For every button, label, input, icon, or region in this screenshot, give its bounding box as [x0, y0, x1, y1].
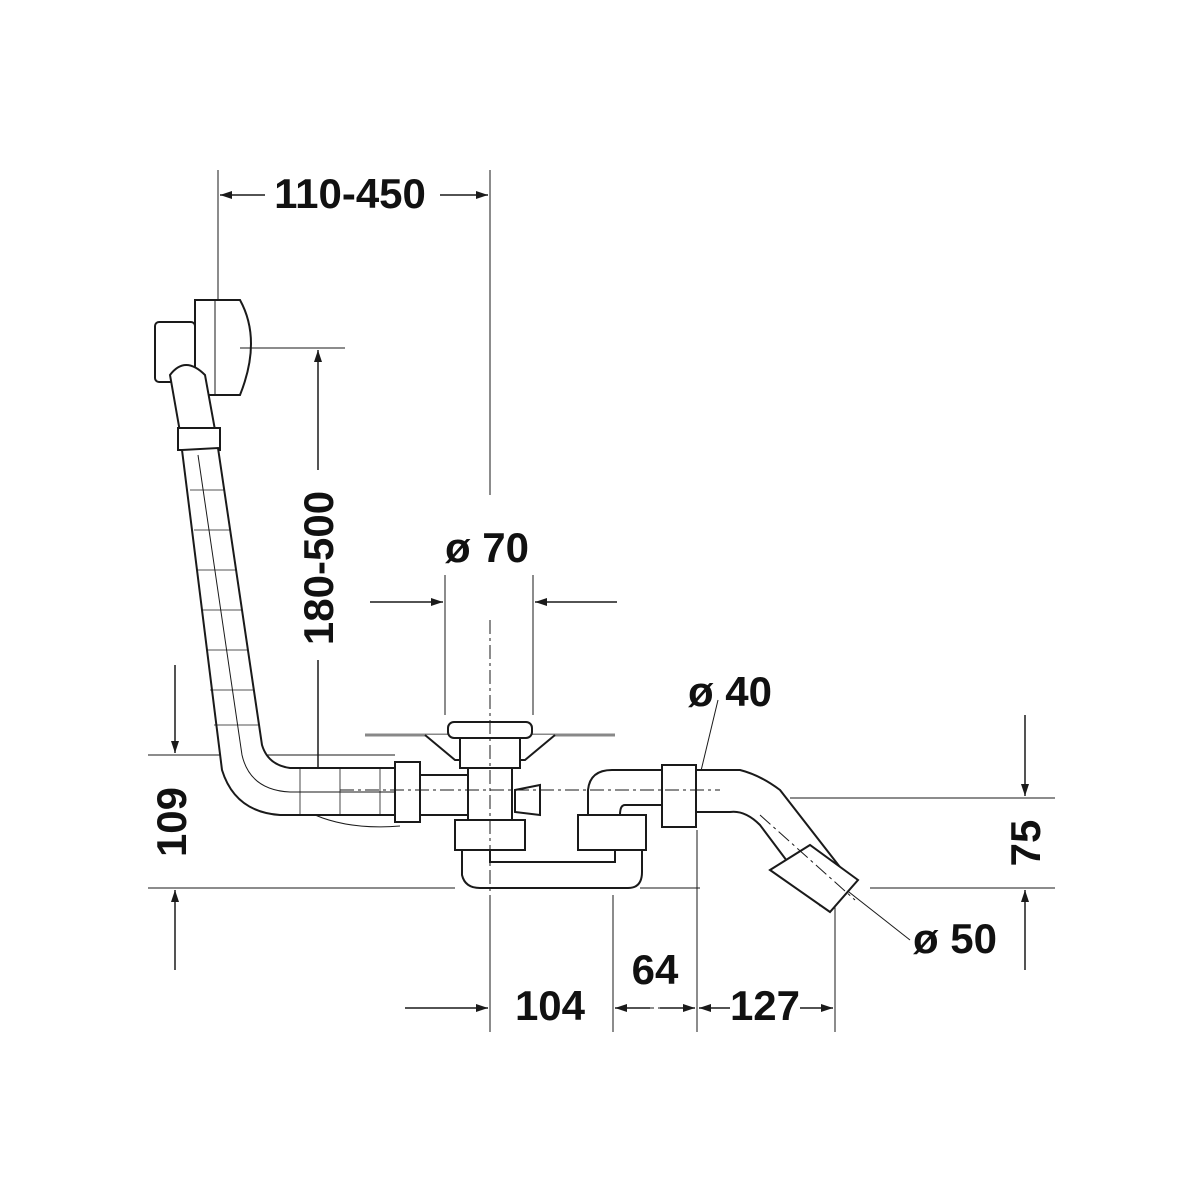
drain-trap	[365, 721, 860, 914]
dim-outlet-length: 127	[730, 982, 800, 1029]
overflow-unit	[154, 299, 262, 451]
extension-lines	[148, 170, 1055, 1032]
centre-lines	[340, 620, 856, 901]
dim-outlet-diameter: ø 40	[688, 668, 772, 715]
dim-overflow-offset: 110-450	[274, 170, 426, 217]
dim-connection-diameter: ø 50	[913, 915, 997, 962]
dim-outlet-offset: 64	[632, 946, 679, 993]
dim-trap-height-right: 75	[1002, 820, 1049, 867]
dim-drain-diameter: ø 70	[445, 524, 529, 571]
dim-trap-height-left: 109	[148, 787, 195, 857]
dimension-lines	[171, 191, 1029, 1012]
dim-overflow-height: 180-500	[295, 491, 342, 645]
dim-trap-width: 104	[515, 982, 586, 1029]
